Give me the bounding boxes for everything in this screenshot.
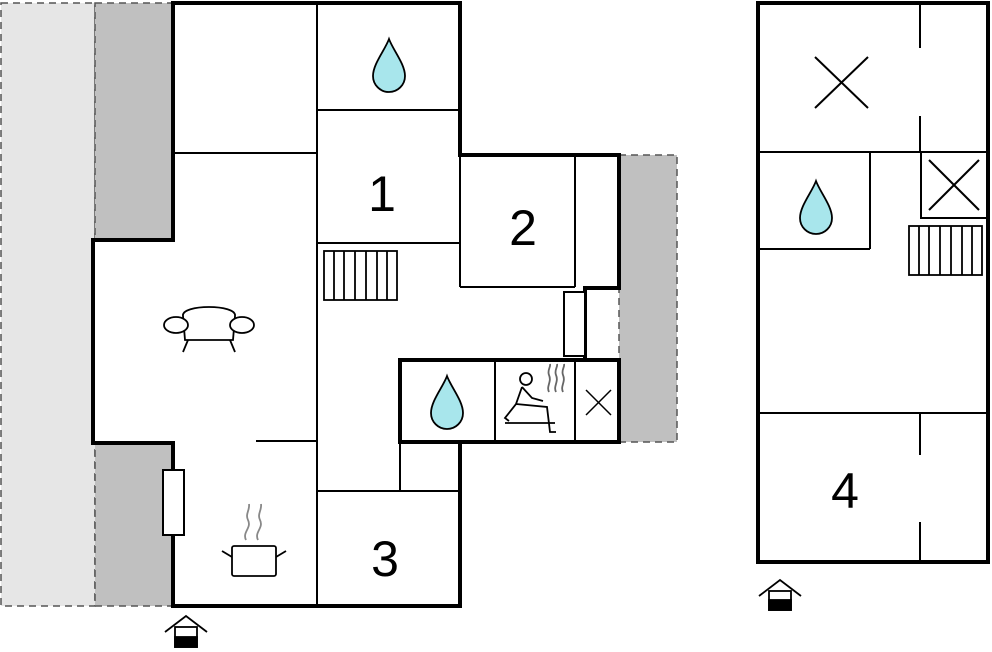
terrace-dark-lower [94,442,174,607]
terrace-areas [0,2,678,607]
cross-icon [585,389,612,416]
staircase-icon [908,225,983,276]
terrace-light [0,2,96,607]
upper-floor-outline [756,1,990,564]
window-east [563,291,586,357]
sofa-icon [163,306,255,353]
room-label-1: 1 [368,166,396,222]
sauna-icon [503,363,566,433]
room-label-2: 2 [509,200,537,256]
ground-floor-interior-walls [175,3,576,606]
upper-floor-interior-walls [760,5,986,560]
entrance-icon [758,578,802,611]
room-label-3: 3 [371,531,399,587]
entrance-icon [164,614,208,648]
terrace-dark-upper [94,2,174,240]
window-west [162,469,185,536]
cross-icon [814,56,869,109]
wet-room-block [398,358,621,444]
terrace-dark-right [618,154,678,443]
windows [162,291,586,536]
room-label-4: 4 [831,463,859,519]
staircase-icon [323,250,398,301]
cooking-pot-icon [221,503,287,577]
cross-icon [920,151,988,219]
